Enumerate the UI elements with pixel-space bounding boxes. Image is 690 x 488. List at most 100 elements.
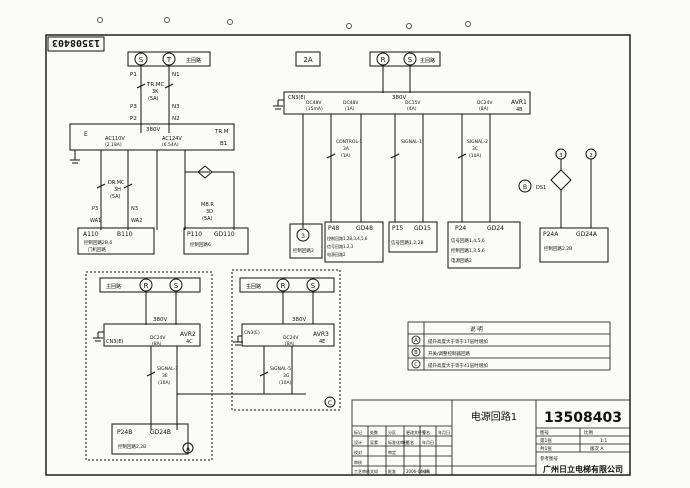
tb-cell: 工艺审核 (354, 468, 370, 474)
sheet-frame (45, 34, 631, 476)
tb-cell: 审核 (354, 459, 362, 465)
ref-door-circuit-2: 门机回路 (88, 246, 106, 253)
title-block-text: 电源回路1 13508403 图号 比例 第1张 共1张 1:1 版次 A 参考… (354, 410, 623, 474)
ref-control-2: 控制回路2 (293, 247, 314, 254)
tb-cell: 文如 (370, 468, 378, 474)
label-tr-mc-amp: (5A) (148, 96, 159, 102)
label-380v-avr2: 380V (153, 317, 167, 323)
tb-cell: 处数 (370, 429, 378, 435)
tb-cell: 更改文件号 (406, 429, 426, 435)
label-mb-amp: (5A) (202, 216, 213, 222)
label-main-avr2: 主回路 (106, 283, 121, 290)
sheet-2a-box (295, 51, 321, 67)
ref-p48-1: 控制回路1,2B,3,4,5,6 (327, 235, 368, 241)
label-dc24-8a: (8A) (479, 106, 489, 112)
drawing-number-box (47, 36, 105, 52)
label-avr2: AVR2 (180, 331, 196, 338)
tb-cell: 标记 (354, 429, 362, 435)
tb-scale: 比例 (584, 429, 593, 436)
label-ac110: AC110V (105, 136, 125, 142)
tb-cell: 签名 (406, 439, 414, 445)
label-signal3: SIGNAL-3 (157, 366, 178, 372)
label-p48: P48 (328, 225, 339, 232)
label-avr1: AVR1 (511, 99, 527, 106)
label-avr3-4e: 4E (319, 339, 325, 345)
label-gd24a: GD24A (576, 231, 598, 238)
note-a: 提升高度大于等于17层时增加 (428, 338, 488, 345)
label-signal2: SIGNAL-2 (467, 139, 488, 145)
label-tr-mc-num: 3K (152, 89, 159, 95)
label-t: T (166, 56, 172, 64)
tb-cell: 2006-04-29 (406, 469, 430, 474)
tb-cell: 年月日 (422, 439, 434, 445)
block-avr2-labels: R S 主回路 380V CN3(E) DC24V (8A) AVR2 4C S… (106, 282, 196, 453)
marker-b: B (523, 184, 527, 191)
label-dc24-avr3: DC24V (283, 335, 299, 341)
block-avr2 (85, 271, 306, 461)
label-380v: 380V (146, 127, 160, 133)
label-signal3-amp: (10A) (158, 380, 171, 386)
label-avr2-4c: 4C (186, 339, 193, 345)
marker-3b: 3 (559, 153, 562, 159)
ref-door-circuit: 控制回路2B,6 (84, 239, 112, 246)
label-signal5-amp: (10A) (279, 380, 292, 386)
note-mark-a: A (414, 338, 418, 344)
label-r-avr2: R (144, 282, 149, 290)
label-ac124: AC124V (162, 136, 182, 142)
ref-p48-3: 电源回路2 (327, 251, 346, 257)
tb-ref-drawing: 参考图号 (540, 455, 558, 462)
label-s2: S (408, 56, 413, 64)
block-avr1 (273, 51, 609, 269)
company-name: 广州日立电梯有限公司 (543, 464, 623, 474)
label-signal1: SIGNAL-1 (401, 139, 422, 145)
label-avr3: AVR3 (313, 331, 329, 338)
label-p3b: P3 (92, 206, 98, 212)
label-dc24: DC24V (477, 100, 493, 106)
ref-p24a: 控制回路2,2B (544, 245, 572, 252)
label-gd24: GD24 (487, 225, 504, 232)
tb-cell: 校对 (354, 449, 362, 455)
label-gd48: GD48 (356, 225, 373, 232)
label-p24: P24 (455, 225, 466, 232)
ref-p24-2: 控制回路1,3,5,6 (451, 247, 485, 254)
label-ds1: DS1 (536, 185, 546, 191)
notes-table (407, 321, 611, 371)
tb-sheets-total: 共1张 (540, 445, 552, 452)
ref-p24-1: 信号回路1,4,5,6 (451, 237, 485, 244)
label-signal5-3g: 3G (283, 373, 290, 379)
block-avr1-labels: 2A R S 主回路 CN3(E) 380V AVR1 4B DC48V (15… (288, 56, 598, 264)
tb-rows: 标记处数分区更改文件号签名年月日设计吴素标准化审核签名年月日校对审定审核工艺审核… (354, 429, 450, 474)
label-cn3-avr2: CN3(E) (106, 339, 124, 345)
label-dc15: DC15V (405, 100, 421, 106)
ref-p24b: 控制回路2,2B (118, 443, 146, 450)
label-n3: N3 (172, 104, 180, 110)
ref-p15: 信号回路1,2,2B (391, 239, 424, 246)
label-p3: P3 (130, 104, 137, 110)
label-wa2: WA2 (131, 218, 142, 224)
drawing-number: 13508403 (544, 410, 622, 426)
label-380v-avr1: 380V (392, 95, 406, 101)
label-n2: N2 (172, 116, 180, 122)
label-control1-3a: 3A (343, 146, 350, 152)
label-s-avr2: S (174, 282, 179, 290)
drawing-number-rotated: 13508403 (52, 37, 100, 48)
label-p15: P15 (392, 225, 403, 232)
notes-text: 说 明 A 提升高度大于等于17层时增加 B 开关/调整控制器回路 C 提升高度… (414, 325, 488, 369)
label-cn3-avr3: CN3(E) (244, 330, 260, 336)
label-mb-3d: 3D (206, 209, 213, 215)
label-dc24-avr2: DC24V (150, 335, 166, 341)
label-signal5: SIGNAL-5 (270, 366, 291, 372)
label-dc48-1a: (1A) (345, 106, 355, 112)
tb-cell: 吴素 (370, 439, 378, 445)
tb-cell: 签名 (422, 429, 430, 435)
label-trm: TR.M (214, 129, 229, 135)
label-dr-mc-amp: (5A) (110, 194, 121, 200)
note-b: 开关/调整控制器回路 (428, 350, 471, 357)
block-avr3-labels: R S 主回路 380V CN3(E) DC24V (8A) AVR3 4E S… (244, 282, 332, 407)
label-n3b: N3 (131, 206, 138, 212)
note-c: 提升高度大于等于41层时增加 (428, 362, 488, 369)
label-main-avr3: 主回路 (246, 283, 261, 290)
label-avr1-4b: 4B (516, 107, 523, 113)
